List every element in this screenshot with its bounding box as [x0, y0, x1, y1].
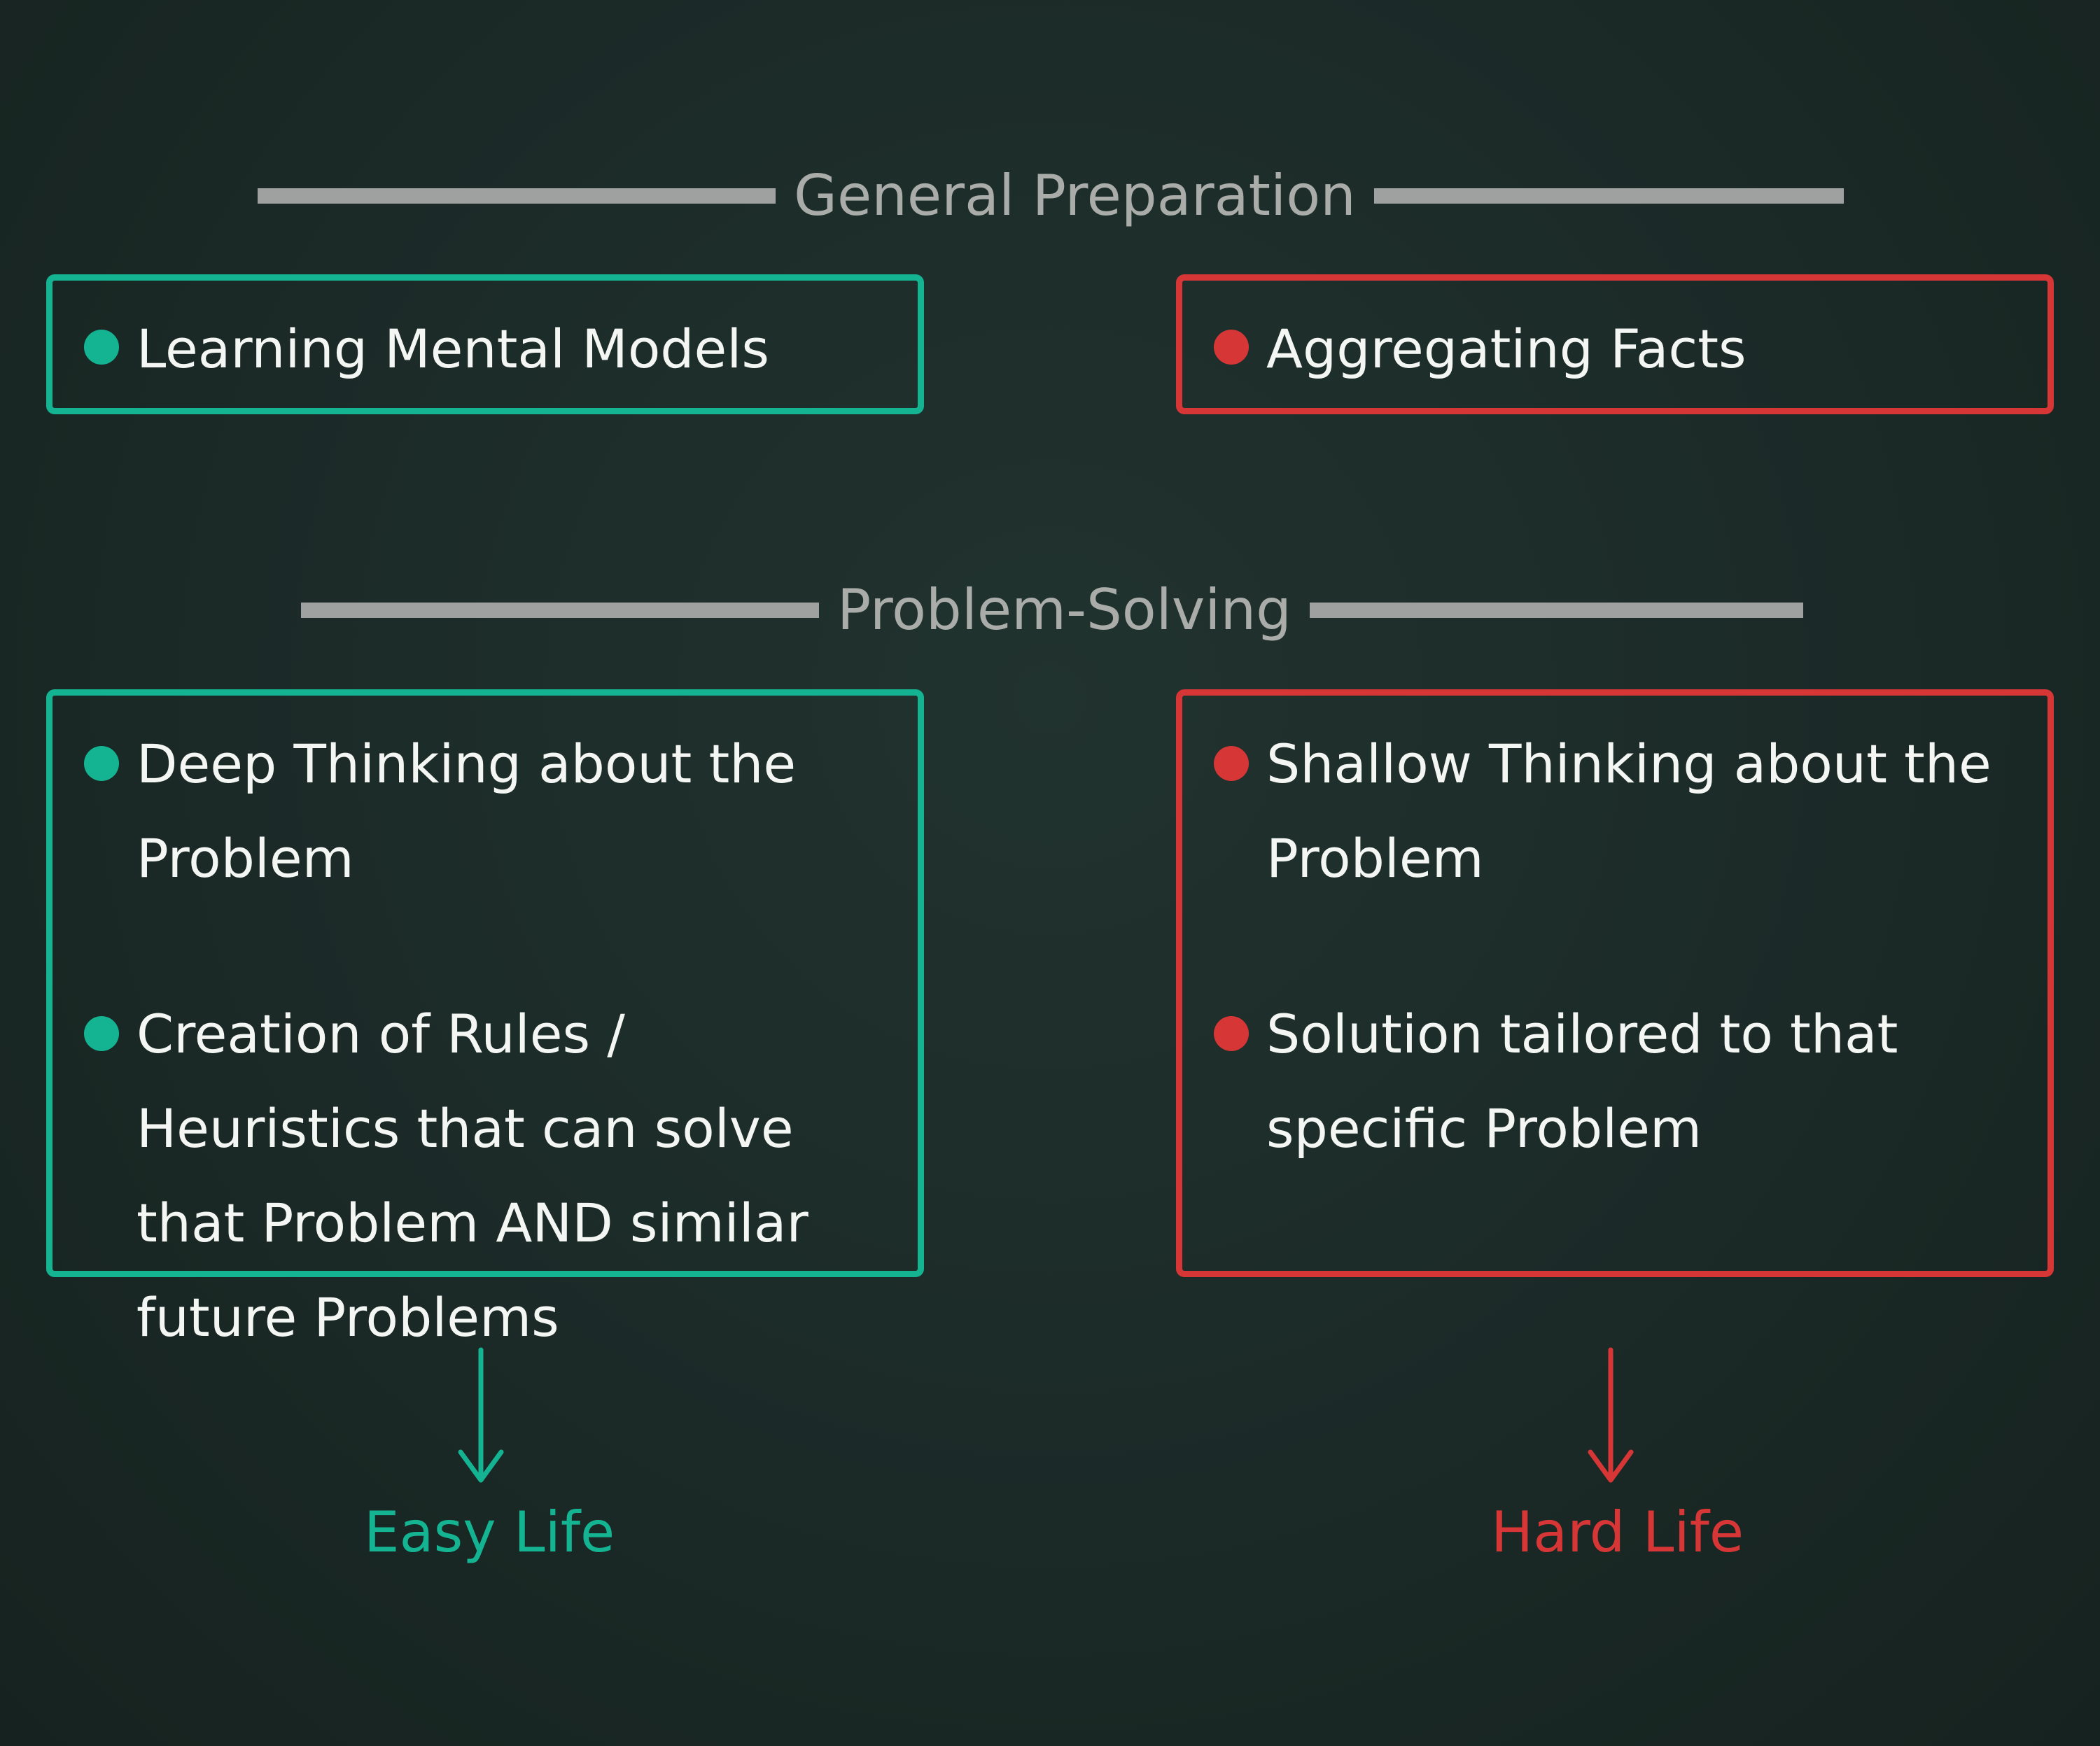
bad-box-problem-solving: Shallow Thinking about the Problem Solut…: [1176, 689, 2054, 1277]
bullet-dot-icon: [84, 330, 119, 365]
header-rule-left: [301, 603, 819, 618]
bad-box-general-preparation: Aggregating Facts: [1176, 274, 2054, 414]
arrow-down-icon: [458, 1347, 504, 1483]
outcome-hard-life: Hard Life: [1491, 1500, 1744, 1565]
outcome-easy-life: Easy Life: [364, 1500, 615, 1565]
good-box-general-preparation: Learning Mental Models: [46, 274, 924, 414]
header-rule-right: [1373, 188, 1844, 204]
section-header-problem-solving: Problem-Solving: [301, 582, 1803, 638]
good-item: Learning Mental Models: [136, 318, 770, 380]
bullet-dot-icon: [84, 1016, 119, 1051]
section-title: General Preparation: [794, 163, 1356, 228]
bullet-dot-icon: [1214, 1016, 1249, 1051]
bad-item: Shallow Thinking about the Problem: [1266, 733, 1991, 889]
header-rule-right: [1309, 603, 1803, 618]
good-item: Creation of Rules / Heuristics that can …: [136, 1003, 808, 1349]
section-header-general-preparation: General Preparation: [258, 168, 1844, 224]
bullet-dot-icon: [1214, 746, 1249, 781]
bad-item: Aggregating Facts: [1266, 318, 1746, 380]
good-box-problem-solving: Deep Thinking about the Problem Creation…: [46, 689, 924, 1349]
arrow-down-icon: [1588, 1347, 1634, 1483]
bullet-dot-icon: [84, 746, 119, 781]
good-item: Deep Thinking about the Problem: [136, 733, 797, 889]
section-title: Problem-Solving: [837, 577, 1292, 642]
bullet-dot-icon: [1214, 330, 1249, 365]
bad-item: Solution tailored to that specific Probl…: [1266, 1003, 1898, 1160]
header-rule-left: [258, 188, 776, 204]
